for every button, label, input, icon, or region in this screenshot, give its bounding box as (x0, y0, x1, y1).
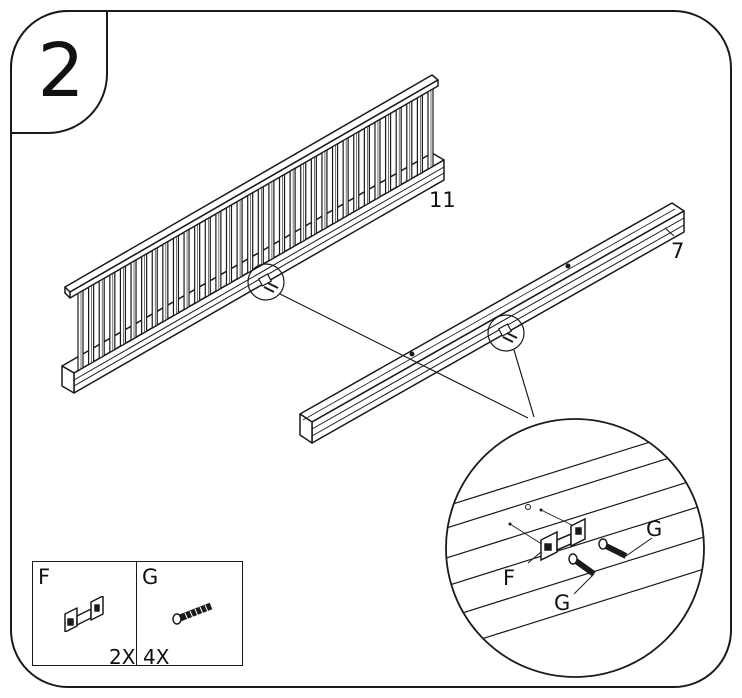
label-leaders (432, 179, 675, 237)
parts-box: F 2X G 4X (32, 561, 243, 669)
part-letter-F: F (38, 565, 51, 589)
slat (130, 258, 137, 342)
parts-divider (136, 562, 137, 665)
bracket-icon (64, 596, 104, 632)
slat (119, 265, 127, 348)
screw-icon (172, 602, 213, 625)
zoom-bracket-icon (540, 517, 586, 562)
slat (162, 240, 169, 323)
slat (353, 130, 360, 213)
slat (427, 87, 434, 171)
zoom-screw-icon-2 (568, 553, 596, 595)
slat (395, 106, 402, 189)
slat (236, 197, 243, 281)
slat (363, 124, 370, 207)
callout-hardware (257, 273, 518, 343)
slat (416, 93, 423, 177)
slat (204, 216, 211, 299)
step-number: 2 (37, 28, 85, 114)
slat (289, 167, 296, 250)
slat (247, 191, 254, 275)
slat (151, 246, 158, 329)
slat (194, 222, 201, 305)
zoom-detail (445, 418, 705, 678)
part-qty-G: 4X (143, 645, 170, 669)
label-zoom-G-bottom: G (554, 591, 570, 615)
slat (278, 173, 286, 256)
slat (225, 203, 233, 287)
slat (268, 179, 275, 262)
side-rail-part-7 (299, 202, 685, 444)
label-part-7: 7 (671, 239, 684, 263)
slat (183, 228, 190, 311)
slat (109, 271, 116, 354)
slat (384, 112, 392, 195)
slat (257, 185, 264, 268)
slat (172, 234, 180, 317)
slat (310, 155, 317, 238)
label-zoom-G-top: G (646, 517, 662, 541)
slat (374, 118, 381, 201)
slat (406, 100, 413, 183)
slat (331, 142, 339, 226)
label-part-11: 11 (429, 188, 456, 212)
slat (321, 148, 328, 232)
part-qty-F: 2X (109, 645, 136, 669)
slat (141, 252, 148, 336)
callout-leaders (247, 263, 535, 419)
part-letter-G: G (142, 565, 159, 589)
outer-frame (10, 10, 732, 688)
slat (98, 277, 105, 360)
slat (77, 289, 84, 372)
slat (88, 283, 95, 366)
slat (215, 210, 222, 293)
slat (342, 136, 349, 220)
zoom-screw-icon-1 (598, 537, 653, 559)
label-zoom-F: F (503, 566, 515, 590)
guardrail-slats (77, 87, 434, 372)
slat (300, 161, 307, 244)
